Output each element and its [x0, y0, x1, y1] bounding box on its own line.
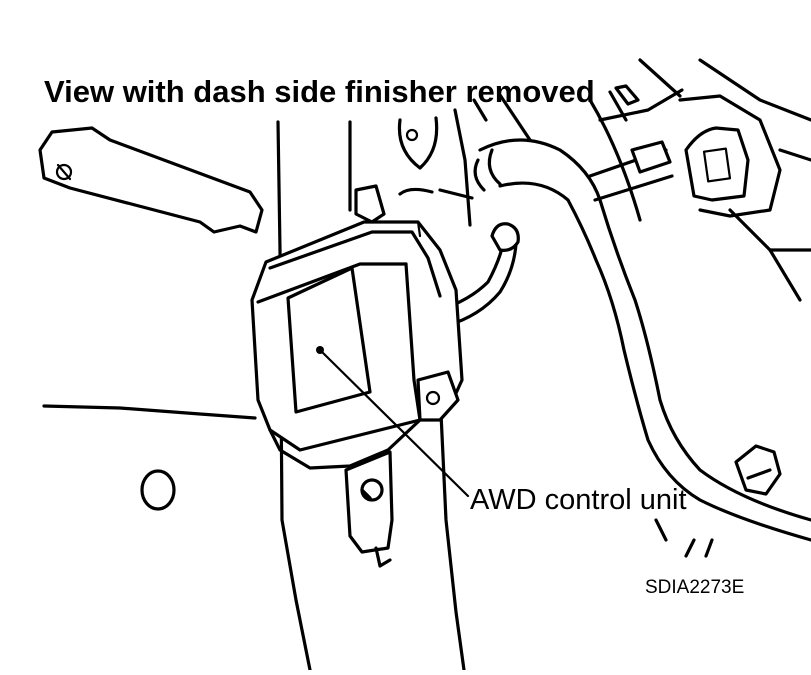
callout-label: AWD control unit [470, 484, 687, 516]
harness-tubes [473, 84, 811, 542]
figure-code: SDIA2273E [645, 577, 745, 598]
figure-title: View with dash side finisher removed [44, 74, 595, 109]
bracket-arm [38, 126, 264, 234]
lower-mount-bracket [344, 450, 394, 568]
pillar-lines [276, 93, 532, 252]
floor-grommet [140, 469, 176, 511]
lower-right-clip [654, 444, 782, 558]
callout-leader [316, 346, 470, 498]
right-panel [638, 58, 811, 302]
awd-control-unit [250, 184, 464, 470]
